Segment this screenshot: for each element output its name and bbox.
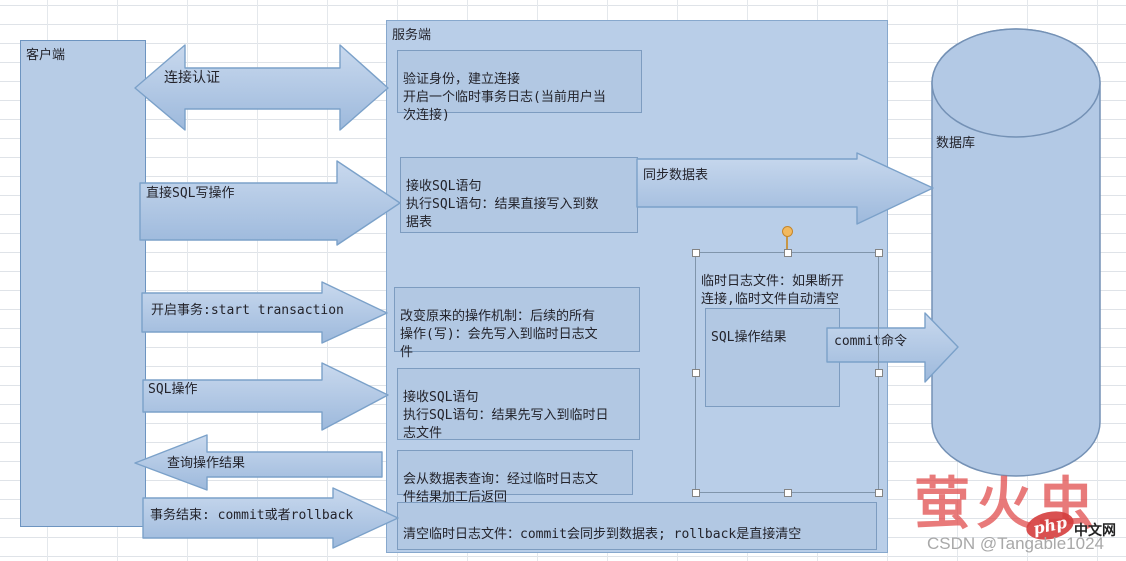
arrow-commit-command[interactable] (823, 309, 963, 386)
temp-log-label: 临时日志文件：如果断开 连接,临时文件自动清空 (701, 274, 845, 307)
temp-log-box-selection-border (695, 252, 879, 493)
server-step-box-auth[interactable]: 验证身份，建立连接 开启一个临时事务日志(当前用户当 次连接) (397, 50, 642, 123)
arrow-direct-sql-write-label: 直接SQL写操作 (146, 186, 235, 201)
step-text: 改变原来的操作机制：后续的所有 操作(写)：会先写入到临时日志文 件 (400, 309, 598, 360)
selection-handle-top-left[interactable] (692, 249, 700, 257)
arrow-direct-sql-write[interactable] (136, 156, 404, 250)
server-step-box-direct-write[interactable]: 接收SQL语句 执行SQL语句：结果直接写入到数 据表 (400, 157, 638, 233)
server-label: 服务端 (392, 28, 432, 43)
database-cylinder[interactable] (928, 26, 1104, 482)
watermark-csdn: CSDN @Tangable1024 (927, 534, 1104, 553)
arrow-connect-auth[interactable] (130, 40, 392, 135)
arrow-sql-operation-label: SQL操作 (148, 382, 198, 397)
watermark-site-name: 中文网 (1074, 522, 1116, 538)
step-text: 会从数据表查询：经过临时日志文 件结果加工后返回 (403, 472, 599, 505)
arrow-start-transaction-label: 开启事务:start transaction (151, 303, 344, 318)
selection-handle-top-right[interactable] (875, 249, 883, 257)
selection-handle-bottom-right[interactable] (875, 489, 883, 497)
client-box[interactable]: 客户端 (20, 40, 146, 527)
sql-result-box[interactable]: SQL操作结果 (705, 308, 840, 407)
step-text: 接收SQL语句 执行SQL语句：结果先写入到临时日 志文件 (403, 390, 609, 441)
selection-handle-mid-right[interactable] (875, 369, 883, 377)
step-text: 接收SQL语句 执行SQL语句：结果直接写入到数 据表 (406, 179, 599, 230)
arrow-query-result[interactable] (131, 431, 387, 494)
step-text: 清空临时日志文件：commit会同步到数据表; rollback是直接清空 (403, 527, 802, 542)
sql-result-label: SQL操作结果 (711, 330, 787, 345)
arrow-sync-table[interactable] (632, 148, 938, 228)
arrow-sql-operation[interactable] (139, 359, 393, 434)
client-label: 客户端 (26, 48, 66, 63)
arrow-start-transaction[interactable] (138, 278, 392, 348)
selection-handle-bottom-left[interactable] (692, 489, 700, 497)
database-label: 数据库 (936, 136, 976, 151)
server-step-box-mechanism-change[interactable]: 改变原来的操作机制：后续的所有 操作(写)：会先写入到临时日志文 件 (394, 287, 640, 360)
step-text: 验证身份，建立连接 开启一个临时事务日志(当前用户当 次连接) (403, 72, 606, 123)
arrow-transaction-end[interactable] (139, 484, 403, 552)
selection-handle-top-mid[interactable] (784, 249, 792, 257)
arrow-connect-auth-label: 连接认证 (164, 70, 220, 86)
arrow-transaction-end-label: 事务结束: commit或者rollback (150, 508, 354, 523)
server-step-box-query-return[interactable]: 会从数据表查询：经过临时日志文 件结果加工后返回 (397, 450, 633, 505)
rotation-handle-stem (786, 236, 788, 250)
selection-handle-mid-left[interactable] (692, 369, 700, 377)
selection-handle-bottom-mid[interactable] (784, 489, 792, 497)
server-step-box-clear-log[interactable]: 清空临时日志文件：commit会同步到数据表; rollback是直接清空 (397, 502, 877, 550)
arrow-query-result-label: 查询操作结果 (167, 456, 246, 471)
arrow-commit-command-label: commit命令 (834, 334, 907, 349)
rotation-handle-icon[interactable] (782, 226, 793, 237)
arrow-sync-table-label: 同步数据表 (643, 168, 709, 183)
server-step-box-temp-write[interactable]: 接收SQL语句 执行SQL语句：结果先写入到临时日 志文件 (397, 368, 640, 441)
